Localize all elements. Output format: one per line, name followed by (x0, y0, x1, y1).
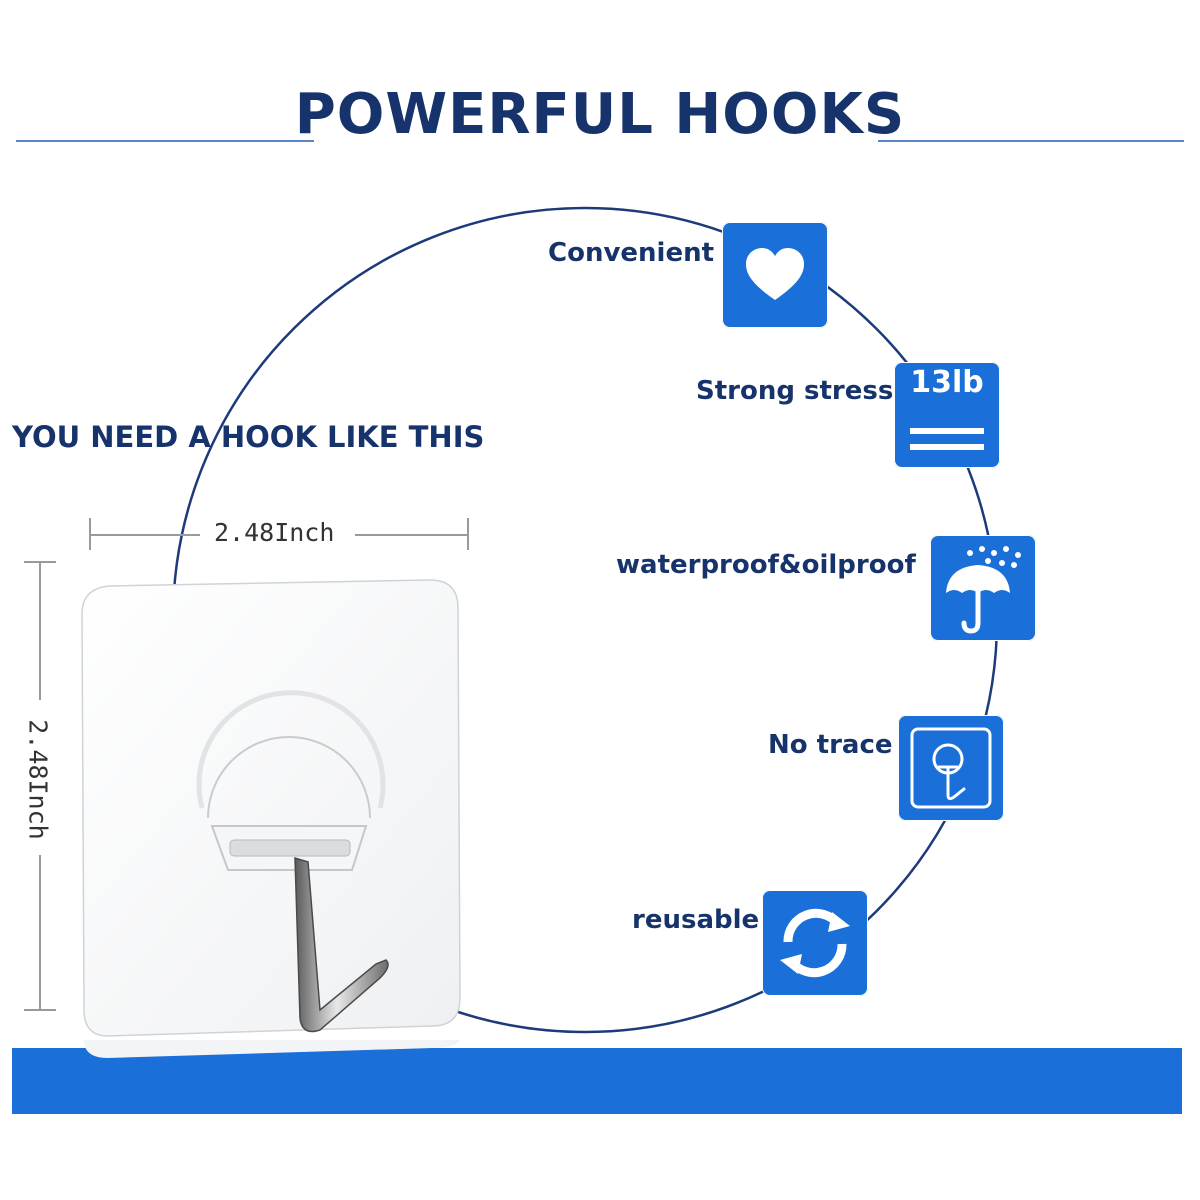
weight-icon: 13lb (894, 362, 1000, 468)
hook-product-image (81, 579, 461, 1037)
feature-label-convenient: Convenient (548, 238, 715, 268)
refresh-icon (762, 890, 868, 996)
blue-floor-band (12, 1048, 1182, 1114)
subtitle: YOU NEED A HOOK LIKE THIS (12, 420, 485, 454)
feature-label-waterproof: waterproof&oilproof (616, 550, 916, 580)
title-rule-right (878, 140, 1184, 142)
width-dimension-label: 2.48Inch (214, 518, 335, 547)
weight-icon-text: 13lb (910, 365, 984, 400)
heart-icon (722, 222, 828, 328)
hook-outline-icon (898, 715, 1004, 821)
title-rule-left (16, 140, 314, 142)
page-title: POWERFUL HOOKS (294, 82, 906, 147)
hook-pad-bottom (84, 1040, 460, 1058)
feature-label-reusable: reusable (632, 905, 760, 935)
feature-label-no-trace: No trace (768, 730, 893, 760)
height-dimension-label: 2.48Inch (23, 719, 53, 840)
feature-label-strong-stress: Strong stress (696, 376, 894, 406)
umbrella-icon (930, 535, 1036, 641)
